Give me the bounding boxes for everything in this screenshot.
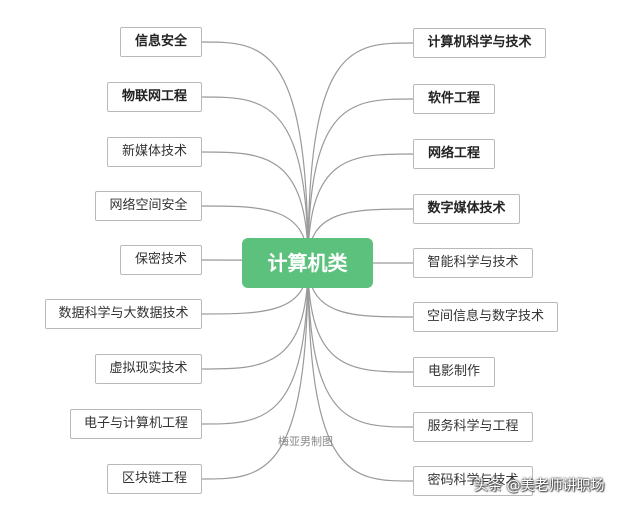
connector-left-8 <box>201 262 309 480</box>
node-network-engineering: 网络工程 <box>413 139 495 169</box>
connector-right-0 <box>307 42 414 264</box>
connector-left-0 <box>201 41 309 264</box>
node-blockchain-engineering: 区块链工程 <box>107 464 202 494</box>
node-service-science-engineering: 服务科学与工程 <box>413 412 533 442</box>
node-film-production: 电影制作 <box>413 357 495 387</box>
diagram-credit: 梅亚男制图 <box>278 435 333 448</box>
connector-left-2 <box>201 151 309 264</box>
connector-right-1 <box>307 98 414 264</box>
node-digital-media-technology: 数字媒体技术 <box>413 194 520 224</box>
node-information-security: 信息安全 <box>120 27 202 57</box>
connector-right-8 <box>307 262 414 482</box>
connector-left-6 <box>201 262 309 370</box>
node-data-science-big-data: 数据科学与大数据技术 <box>45 299 202 329</box>
connector-right-7 <box>307 262 414 428</box>
watermark: 头条 @美老师讲职场 <box>474 478 605 494</box>
connector-right-2 <box>307 153 414 264</box>
node-spatial-information-digital-technology: 空间信息与数字技术 <box>413 302 558 332</box>
connector-right-6 <box>307 262 414 373</box>
node-iot-engineering: 物联网工程 <box>107 82 202 112</box>
node-confidentiality-technology: 保密技术 <box>120 245 202 275</box>
node-intelligent-science-technology: 智能科学与技术 <box>413 248 533 278</box>
node-electronic-computer-engineering: 电子与计算机工程 <box>70 409 202 439</box>
node-software-engineering: 软件工程 <box>413 84 495 114</box>
connector-left-7 <box>201 262 309 425</box>
center-node-computer-category: 计算机类 <box>242 238 373 288</box>
node-virtual-reality-technology: 虚拟现实技术 <box>95 354 202 384</box>
node-computer-science-technology: 计算机科学与技术 <box>413 28 546 58</box>
node-cryptography-science-technology: 密码科学与技术 <box>413 466 533 496</box>
node-cyberspace-security: 网络空间安全 <box>95 191 202 221</box>
node-new-media-technology: 新媒体技术 <box>107 137 202 167</box>
connector-left-1 <box>201 96 309 264</box>
